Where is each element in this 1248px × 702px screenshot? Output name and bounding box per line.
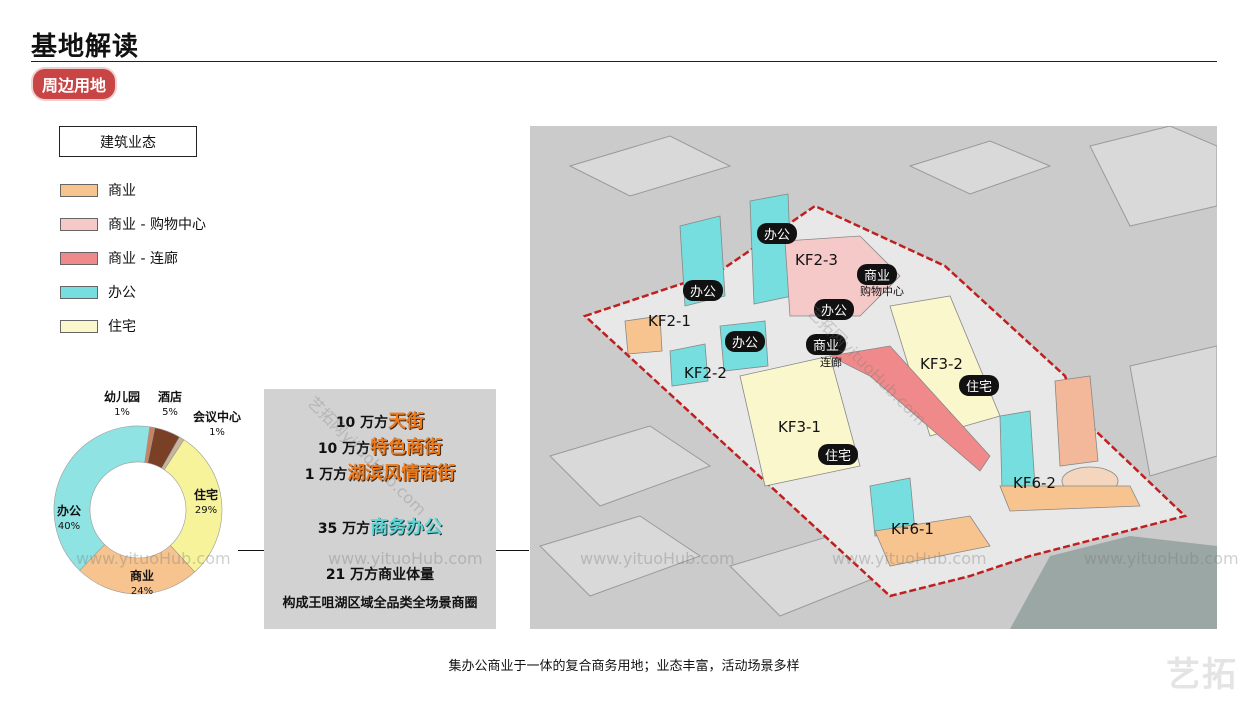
parcel-label-kf6-1: KF6-1 [891,520,934,538]
legend-title: 建筑业态 [59,126,197,157]
tag-residential: 住宅 [959,375,1000,396]
legend-swatch [60,319,98,333]
donut-slice-3 [163,439,223,573]
legend-label: 住宅 [108,319,136,335]
info-summary: 构成王咀湖区域全品类全场景商圈 [282,596,478,611]
legend-item-mall: 商业 - 购物中心 [60,214,206,234]
legend-swatch [60,251,98,265]
tag-commercial: 商业 [806,334,847,355]
page-title: 基地解读 [31,32,140,62]
legend-swatch [60,285,98,299]
legend-label: 商业 [108,183,136,199]
tag-sublabel-mall: 购物中心 [860,285,904,298]
info-total: 21 万方商业体量 [325,567,435,583]
legend-item-office: 办公 [60,282,136,302]
parcel-label-kf2-1: KF2-1 [648,312,691,330]
parcel-label-kf2-3: KF2-3 [795,251,838,269]
watermark-text: www.yituoHub.com [328,549,483,568]
legend-item-residential: 住宅 [60,316,136,336]
legend-swatch [60,217,98,231]
legend-label: 商业 - 购物中心 [108,217,206,233]
legend-item-commercial: 商业 [60,180,136,200]
tag-office: 办公 [725,331,766,352]
section-badge: 周边用地 [33,69,116,99]
info-line-lakeside-street: 1 万方湖滨风情商街 [304,463,456,484]
watermark-text: www.yituoHub.com [76,549,231,568]
tag-office: 办公 [757,223,798,244]
title-divider [31,61,1217,62]
tag-commercial: 商业 [857,264,898,285]
legend-label: 商业 - 连廊 [108,251,178,267]
legend-label: 办公 [108,285,136,301]
tag-residential: 住宅 [818,444,859,465]
corner-logo: 艺拓 [1166,655,1238,695]
tag-sublabel-corridor: 连廊 [820,356,842,369]
map-illustration [539,126,1217,629]
caption: 集办公商业于一体的复合商务用地；业态丰富，活动场景多样 [448,659,800,674]
parcel-label-kf2-2: KF2-2 [684,364,727,382]
info-line-tianjie: 10 万方天街 [335,411,425,432]
parcel-label-kf3-1: KF3-1 [778,418,821,436]
donut-slice-5 [53,425,151,571]
watermark-text: www.yituoHub.com [580,549,735,568]
parcel-label-kf3-2: KF3-2 [920,355,963,373]
site-aerial-map [530,126,1217,629]
legend-item-corridor: 商业 - 连廊 [60,248,178,268]
parcel-label-kf6-2: KF6-2 [1013,474,1056,492]
tag-office: 办公 [683,280,724,301]
tag-office: 办公 [814,299,855,320]
land-use-donut-chart [53,425,223,595]
info-line-feature-street: 10 万方特色商街 [317,437,443,458]
watermark-text: www.yituoHub.com [1084,549,1239,568]
legend-swatch [60,183,98,197]
info-panel: 10 万方天街 10 万方特色商街 1 万方湖滨风情商街 35 万方商务办公 2… [264,389,496,629]
watermark-text: www.yituoHub.com [832,549,987,568]
info-line-office: 35 万方商务办公 [317,517,443,538]
